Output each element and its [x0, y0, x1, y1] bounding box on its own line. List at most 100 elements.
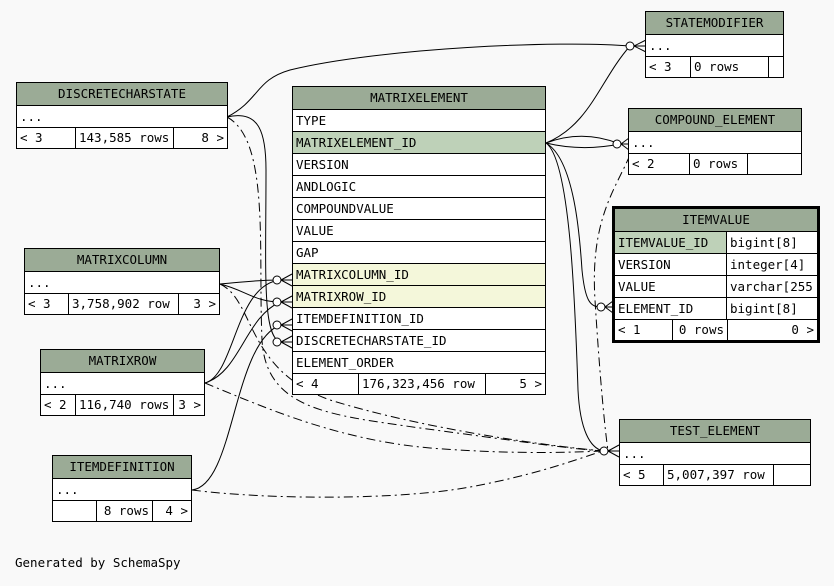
parents-count[interactable]: < 5 — [623, 467, 646, 482]
table-footer: 8 rows 4 > — [53, 501, 191, 521]
column-itemdefinition-id[interactable]: ITEMDEFINITION_ID — [293, 308, 545, 330]
column-element-id[interactable]: ELEMENT_ID bigint[8] — [615, 298, 817, 320]
edge-discretecharstate-matrixelement — [226, 115, 281, 343]
crowfoot-itemvalue — [604, 300, 614, 314]
table-footer: < 1 0 rows 0 > — [615, 320, 817, 340]
crowfoot-discretecharstate-id — [280, 335, 293, 349]
column-andlogic[interactable]: ANDLOGIC — [293, 176, 545, 198]
children-count[interactable] — [747, 154, 801, 174]
table-itemdefinition[interactable]: ITEMDEFINITION ... 8 rows 4 > — [52, 455, 192, 522]
parents-count[interactable]: < 3 — [20, 130, 43, 145]
table-discretecharstate[interactable]: DISCRETECHARSTATE ... < 3 143,585 rows 8… — [16, 82, 228, 149]
parents-count[interactable]: < 3 — [28, 296, 51, 311]
row-count: 0 rows — [672, 320, 727, 340]
column-name: VALUE — [615, 276, 727, 297]
column-matrixrow-id[interactable]: MATRIXROW_ID — [293, 286, 545, 308]
table-title[interactable]: MATRIXCOLUMN — [25, 249, 219, 272]
edge-discretecharstate-statemodifier — [226, 43, 631, 118]
row-count: 143,585 rows — [75, 128, 173, 148]
children-count[interactable]: 0 > — [727, 320, 817, 340]
columns-placeholder: ... — [17, 106, 227, 128]
row-count: 0 rows — [689, 154, 747, 174]
column-type: integer[4] — [730, 257, 806, 272]
edge-discretecharstate-test-element — [226, 116, 604, 452]
columns-placeholder: ... — [25, 272, 219, 294]
table-title[interactable]: DISCRETECHARSTATE — [17, 83, 227, 106]
circle-test-element — [599, 446, 609, 456]
table-title[interactable]: MATRIXROW — [41, 350, 204, 373]
column-type: bigint[8] — [727, 232, 817, 253]
crowfoot-compound-element — [620, 137, 630, 151]
children-count[interactable] — [768, 57, 783, 77]
row-count: 0 rows — [690, 57, 768, 77]
table-itemvalue[interactable]: ITEMVALUE ITEMVALUE_ID bigint[8] VERSION… — [612, 206, 820, 343]
edge-matrixrow-matrixelement-row — [204, 301, 281, 384]
table-title[interactable]: TEST_ELEMENT — [620, 420, 810, 443]
children-count[interactable]: 3 > — [178, 294, 219, 314]
column-compoundvalue[interactable]: COMPOUNDVALUE — [293, 198, 545, 220]
edge-matrixcolumn-matrixelement-row — [219, 283, 281, 303]
columns-placeholder: ... — [620, 443, 810, 465]
column-discretecharstate-id[interactable]: DISCRETECHARSTATE_ID — [293, 330, 545, 352]
parents-count[interactable]: < 2 — [632, 156, 655, 171]
crowfoot-test-element — [607, 444, 620, 458]
generated-by-label: Generated by SchemaSpy — [15, 555, 181, 570]
table-title[interactable]: ITEMVALUE — [615, 209, 817, 232]
table-title[interactable]: ITEMDEFINITION — [53, 456, 191, 479]
column-itemvalue-id[interactable]: ITEMVALUE_ID bigint[8] — [615, 232, 817, 254]
table-matrixcolumn[interactable]: MATRIXCOLUMN ... < 3 3,758,902 row 3 > — [24, 248, 220, 315]
column-type[interactable]: TYPE — [293, 110, 545, 132]
column-matrixelement-id[interactable]: MATRIXELEMENT_ID — [293, 132, 545, 154]
edge-matrixrow-test-element — [204, 382, 604, 453]
children-count[interactable]: 3 > — [173, 395, 204, 415]
table-title[interactable]: COMPOUND_ELEMENT — [629, 109, 801, 132]
edge-compound-element-test-element — [593, 154, 631, 452]
column-matrixcolumn-id[interactable]: MATRIXCOLUMN_ID — [293, 264, 545, 286]
table-title[interactable]: MATRIXELEMENT — [293, 87, 545, 110]
table-matrixrow[interactable]: MATRIXROW ... < 2 116,740 rows 3 > — [40, 349, 205, 416]
column-type: bigint[8] — [730, 301, 798, 316]
column-gap[interactable]: GAP — [293, 242, 545, 264]
column-version[interactable]: VERSION — [293, 154, 545, 176]
children-count[interactable] — [773, 465, 810, 485]
parents-count[interactable]: < 2 — [44, 397, 67, 412]
table-test-element[interactable]: TEST_ELEMENT ... < 5 5,007,397 row — [619, 419, 811, 486]
table-compound-element[interactable]: COMPOUND_ELEMENT ... < 2 0 rows — [628, 108, 802, 175]
children-count[interactable]: 4 > — [152, 501, 191, 521]
circle-matrixrow-id — [272, 297, 282, 307]
table-footer: < 3 0 rows — [646, 57, 783, 77]
edge-matrixelement-itemvalue — [545, 142, 601, 308]
table-footer: < 3 143,585 rows 8 > — [17, 128, 227, 148]
table-matrixelement[interactable]: MATRIXELEMENT TYPE MATRIXELEMENT_ID VERS… — [292, 86, 546, 395]
columns-placeholder: ... — [646, 35, 783, 57]
circle-itemdefinition-id — [272, 320, 282, 330]
table-footer: < 5 5,007,397 row — [620, 465, 810, 485]
column-element-order[interactable]: ELEMENT_ORDER — [293, 352, 545, 374]
crowfoot-matrixrow-id — [280, 295, 293, 309]
column-name: ELEMENT_ID — [615, 298, 727, 319]
parents-count[interactable]: < 3 — [649, 59, 672, 74]
table-footer: < 2 0 rows — [629, 154, 801, 174]
edge-matrixcolumn-test-element — [219, 283, 604, 452]
table-footer: < 4 176,323,456 row 5 > — [293, 374, 545, 394]
column-value[interactable]: VALUE — [293, 220, 545, 242]
children-count[interactable]: 8 > — [173, 128, 227, 148]
parents-count[interactable]: < 1 — [618, 322, 641, 337]
circle-compound-element — [612, 139, 622, 149]
columns-placeholder: ... — [53, 479, 191, 501]
parents-count[interactable] — [53, 501, 96, 521]
column-value[interactable]: VALUE varchar[255 — [615, 276, 817, 298]
crowfoot-matrixcolumn-id — [280, 273, 293, 287]
column-version[interactable]: VERSION integer[4] — [615, 254, 817, 276]
edge-itemdefinition-matrixelement — [191, 324, 281, 491]
column-name: VERSION — [615, 254, 727, 275]
table-statemodifier[interactable]: STATEMODIFIER ... < 3 0 rows — [645, 11, 784, 78]
column-name: ITEMVALUE_ID — [615, 232, 727, 253]
row-count: 8 rows — [96, 501, 152, 521]
parents-count[interactable]: < 4 — [296, 376, 319, 391]
children-count[interactable]: 5 > — [485, 374, 545, 394]
crowfoot-statemodifier — [633, 39, 647, 53]
table-title[interactable]: STATEMODIFIER — [646, 12, 783, 35]
crowfoot-itemdefinition-id — [280, 318, 293, 332]
